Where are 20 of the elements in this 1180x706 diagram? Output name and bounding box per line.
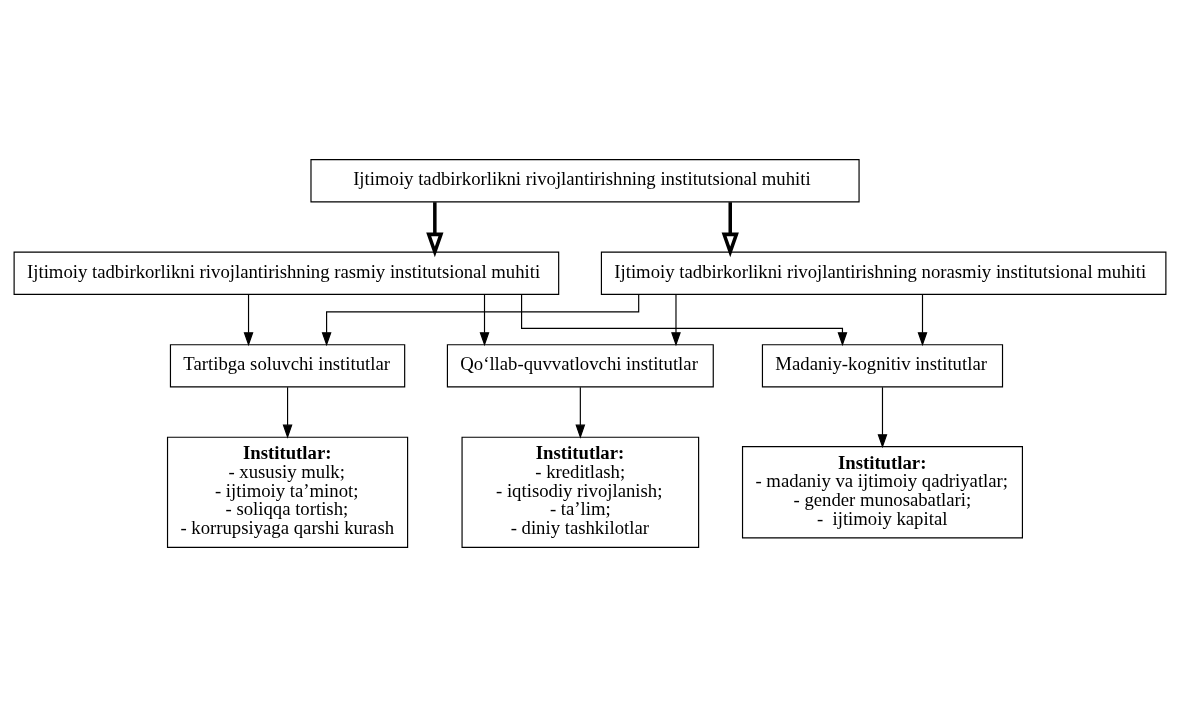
node-box: Ijtimoiy tadbirkorlikni rivojlantirishning institutsional muhiti (310, 158, 860, 202)
arrow (721, 201, 739, 257)
arrow (321, 293, 640, 346)
arrow (877, 386, 888, 448)
node-box: Ijtimoiy tadbirkorlikni rivojlantirishning rasmiy institutsional muhiti (13, 251, 560, 295)
arrow (575, 386, 586, 439)
arrow (521, 293, 848, 346)
node-box: Institutlar: - xususiy mulk; - ijtimoiy ta’minot; - soliqqa tortish; - korrupsiyaga qarshi kurash (166, 436, 409, 548)
node-box: Madaniy-kognitiv institutlar (761, 343, 1004, 387)
arrow (917, 293, 928, 346)
node-box: Qo‘llab-quvvatlovchi institutlar (446, 343, 714, 387)
arrow (671, 293, 681, 346)
arrow (282, 386, 293, 439)
node-box: Institutlar: - madaniy va ijtimoiy qadriyatlar; - gender munosabatlari; - ijtimoiy kapital (741, 445, 1023, 539)
node-box: Institutlar: - kreditlash; - iqtisodiy rivojlanish; - ta’lim; - diniy tashkilotlar (461, 436, 700, 548)
arrow (426, 201, 444, 257)
arrow (479, 293, 490, 346)
node-box: Tartibga soluvchi institutlar (169, 343, 406, 387)
arrow (243, 293, 254, 346)
node-box: Ijtimoiy tadbirkorlikni rivojlantirishning norasmiy institutsional muhiti (600, 251, 1167, 295)
